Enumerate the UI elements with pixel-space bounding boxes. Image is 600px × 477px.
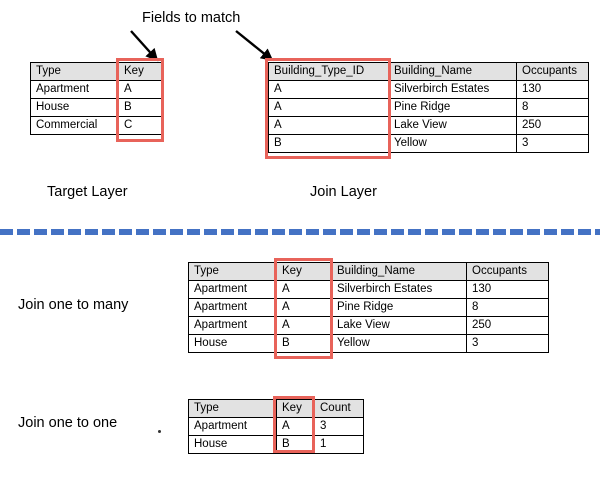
- target-layer-caption: Target Layer: [47, 184, 128, 200]
- column-header-type: Type: [188, 262, 277, 281]
- cell-type: Apartment: [30, 80, 119, 99]
- cell-type: Apartment: [188, 316, 277, 335]
- cell-type: Commercial: [30, 116, 119, 135]
- table-row: Apartment A: [30, 80, 162, 99]
- stray-dot-mark: [158, 430, 161, 433]
- table-row: House B Yellow 3: [188, 334, 549, 353]
- table-row: B Yellow 3: [268, 134, 589, 153]
- column-header-type: Type: [188, 399, 277, 418]
- table-row: Apartment A Lake View 250: [188, 316, 549, 335]
- cell-building-type-id: A: [268, 116, 389, 135]
- table-row: A Lake View 250: [268, 116, 589, 135]
- cell-occupants: 250: [466, 316, 549, 335]
- join-one-to-many-table: Type Key Building_Name Occupants Apartme…: [188, 262, 549, 353]
- column-header-building-name: Building_Name: [388, 62, 517, 81]
- column-header-occupants: Occupants: [516, 62, 589, 81]
- cell-type: House: [188, 435, 277, 454]
- table-row: Apartment A Pine Ridge 8: [188, 298, 549, 317]
- table-header-row: Building_Type_ID Building_Name Occupants: [268, 62, 589, 81]
- cell-key: B: [118, 98, 162, 117]
- column-header-building-type-id: Building_Type_ID: [268, 62, 389, 81]
- cell-count: 3: [314, 417, 364, 436]
- column-header-count: Count: [314, 399, 364, 418]
- cell-building-name: Yellow: [388, 134, 517, 153]
- join-one-to-one-table: Type Key Count Apartment A 3 House B 1: [188, 399, 364, 454]
- table-row: Apartment A 3: [188, 417, 364, 436]
- cell-building-name: Pine Ridge: [388, 98, 517, 117]
- table-header-row: Type Key Building_Name Occupants: [188, 262, 549, 281]
- cell-key: A: [276, 298, 332, 317]
- column-header-occupants: Occupants: [466, 262, 549, 281]
- cell-building-name: Lake View: [331, 316, 467, 335]
- cell-occupants: 8: [466, 298, 549, 317]
- cell-building-name: Pine Ridge: [331, 298, 467, 317]
- cell-type: Apartment: [188, 280, 277, 299]
- join-one-to-one-caption: Join one to one: [18, 415, 118, 431]
- cell-type: Apartment: [188, 298, 277, 317]
- cell-building-type-id: B: [268, 134, 389, 153]
- cell-key: A: [276, 417, 315, 436]
- cell-building-name: Lake View: [388, 116, 517, 135]
- target-layer-table: Type Key Apartment A House B Commercial …: [30, 62, 162, 135]
- column-header-key: Key: [276, 399, 315, 418]
- table-row: Commercial C: [30, 116, 162, 135]
- cell-building-type-id: A: [268, 98, 389, 117]
- column-header-key: Key: [276, 262, 332, 281]
- table-row: Apartment A Silverbirch Estates 130: [188, 280, 549, 299]
- arrow-to-target-key: [130, 30, 159, 62]
- join-layer-table: Building_Type_ID Building_Name Occupants…: [268, 62, 589, 153]
- cell-key: C: [118, 116, 162, 135]
- cell-occupants: 130: [516, 80, 589, 99]
- join-layer-caption: Join Layer: [310, 184, 377, 200]
- cell-type: House: [188, 334, 277, 353]
- join-one-to-many-caption: Join one to many: [18, 297, 129, 313]
- cell-key: A: [276, 316, 332, 335]
- table-row: A Silverbirch Estates 130: [268, 80, 589, 99]
- cell-building-name: Silverbirch Estates: [331, 280, 467, 299]
- cell-building-type-id: A: [268, 80, 389, 99]
- cell-key: A: [118, 80, 162, 99]
- column-header-building-name: Building_Name: [331, 262, 467, 281]
- fields-to-match-label: Fields to match: [142, 10, 241, 26]
- table-row: A Pine Ridge 8: [268, 98, 589, 117]
- cell-occupants: 250: [516, 116, 589, 135]
- column-header-type: Type: [30, 62, 119, 81]
- cell-occupants: 3: [466, 334, 549, 353]
- cell-occupants: 3: [516, 134, 589, 153]
- table-header-row: Type Key Count: [188, 399, 364, 418]
- cell-building-name: Silverbirch Estates: [388, 80, 517, 99]
- cell-key: B: [276, 334, 332, 353]
- cell-type: House: [30, 98, 119, 117]
- cell-key: A: [276, 280, 332, 299]
- cell-count: 1: [314, 435, 364, 454]
- cell-occupants: 130: [466, 280, 549, 299]
- section-divider: [0, 229, 600, 235]
- table-row: House B 1: [188, 435, 364, 454]
- cell-occupants: 8: [516, 98, 589, 117]
- cell-type: Apartment: [188, 417, 277, 436]
- column-header-key: Key: [118, 62, 162, 81]
- table-row: House B: [30, 98, 162, 117]
- arrow-to-join-key: [235, 30, 274, 62]
- cell-key: B: [276, 435, 315, 454]
- cell-building-name: Yellow: [331, 334, 467, 353]
- table-header-row: Type Key: [30, 62, 162, 81]
